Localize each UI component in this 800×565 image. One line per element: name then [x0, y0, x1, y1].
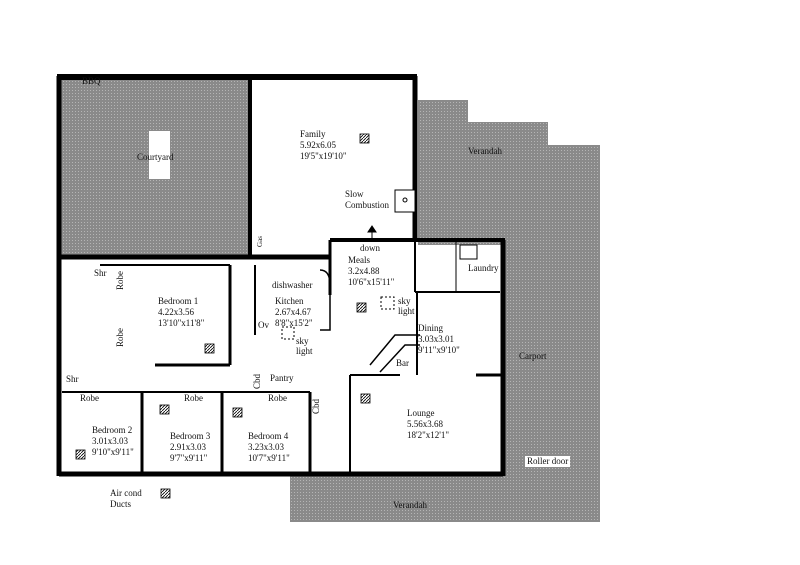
- courtyard-label: Courtyard: [137, 152, 174, 162]
- fixture-label: Slow: [345, 189, 364, 199]
- room-imperial: 10'7"x9'11": [248, 453, 290, 463]
- room-name: Lounge: [407, 408, 435, 418]
- room-name: Dining: [418, 323, 444, 333]
- air-cond-duct-markers: [75, 133, 371, 499]
- shower-label: Shr: [94, 268, 107, 278]
- room-name: Kitchen: [275, 296, 304, 306]
- fixture-label: Combustion: [345, 200, 390, 210]
- slow-combustion-heater: Slow Combustion: [345, 189, 389, 211]
- legend-label: Ducts: [110, 499, 131, 509]
- room-metric: 2.67x4.67: [275, 307, 311, 317]
- room-metric: 3.2x4.88: [348, 266, 380, 276]
- room-metric: 3.23x3.03: [248, 442, 284, 452]
- pantry-label: Pantry: [270, 373, 294, 383]
- skylight-label: light: [296, 346, 313, 356]
- robe-label: Robe: [115, 271, 125, 290]
- room-bedroom-2: Bedroom 2 3.01x3.03 9'10"x9'11": [92, 425, 134, 458]
- roller-door-label: Roller door: [525, 456, 571, 467]
- room-name: Family: [300, 129, 326, 139]
- room-metric: 3.03x3.01: [418, 334, 454, 344]
- room-kitchen: Kitchen 2.67x4.67 8'8"x15'2": [275, 296, 313, 329]
- room-imperial: 8'8"x15'2": [275, 318, 313, 328]
- room-imperial: 10'6"x15'11": [348, 277, 395, 287]
- room-name: Bedroom 2: [92, 425, 133, 435]
- bbq-label: BBQ: [82, 76, 101, 86]
- room-imperial: 13'10"x11'8": [158, 318, 205, 328]
- room-name: Bedroom 3: [170, 431, 211, 441]
- laundry-label: Laundry: [468, 263, 499, 273]
- carport-label: Carport: [519, 351, 547, 361]
- gas-label: Gas: [255, 236, 264, 247]
- room-family: Family 5.92x6.05 19'5"x19'10": [300, 129, 347, 162]
- room-imperial: 19'5"x19'10": [300, 151, 347, 161]
- room-metric: 5.92x6.05: [300, 140, 336, 150]
- skylight-label: sky: [398, 296, 411, 306]
- room-name: Bedroom 4: [248, 431, 289, 441]
- walls: [56, 74, 506, 477]
- legend-label: Air cond: [110, 488, 142, 498]
- dishwasher-label: dishwasher: [272, 280, 313, 290]
- oven-label: Ov: [258, 320, 269, 330]
- room-metric: 5.56x3.68: [407, 419, 443, 429]
- room-metric: 2.91x3.03: [170, 442, 206, 452]
- verandah-bottom-label: Verandah: [393, 500, 427, 510]
- room-dining: Dining 3.03x3.01 9'11"x9'10": [418, 323, 460, 356]
- room-imperial: 9'10"x9'11": [92, 447, 134, 457]
- room-meals: Meals 3.2x4.88 10'6"x15'11": [348, 255, 394, 288]
- robe-label: Robe: [80, 393, 99, 403]
- cupboard-label: Cbd: [311, 398, 322, 415]
- room-name: Bedroom 1: [158, 296, 199, 306]
- room-imperial: 9'7"x9'11": [170, 453, 208, 463]
- down-label: down: [360, 243, 380, 253]
- room-metric: 3.01x3.03: [92, 436, 128, 446]
- room-name: Meals: [348, 255, 370, 265]
- skylight-label: light: [398, 306, 415, 316]
- room-bedroom-4: Bedroom 4 3.23x3.03 10'7"x9'11": [248, 431, 290, 464]
- skylight-markers: [281, 296, 395, 340]
- robe-label: Robe: [268, 393, 287, 403]
- room-bedroom-3: Bedroom 3 2.91x3.03 9'7"x9'11": [170, 431, 210, 464]
- verandah-area: [290, 100, 600, 522]
- skylight-label: sky: [296, 336, 309, 346]
- room-imperial: 18'2"x12'1": [407, 430, 450, 440]
- cupboard-label: Cbd: [252, 373, 263, 390]
- courtyard-skylight: [149, 131, 170, 179]
- room-bedroom-1: Bedroom 1 4.22x3.56 13'10"x11'8": [158, 296, 204, 329]
- room-imperial: 9'11"x9'10": [418, 345, 460, 355]
- robe-label: Robe: [184, 393, 203, 403]
- shower-label: Shr: [66, 374, 79, 384]
- room-lounge: Lounge 5.56x3.68 18'2"x12'1": [407, 408, 449, 441]
- room-metric: 4.22x3.56: [158, 307, 194, 317]
- legend-air-cond-ducts: Air cond Ducts: [110, 488, 142, 510]
- bar-label: Bar: [396, 358, 409, 368]
- robe-label: Robe: [115, 328, 125, 347]
- verandah-top-label: Verandah: [468, 146, 502, 156]
